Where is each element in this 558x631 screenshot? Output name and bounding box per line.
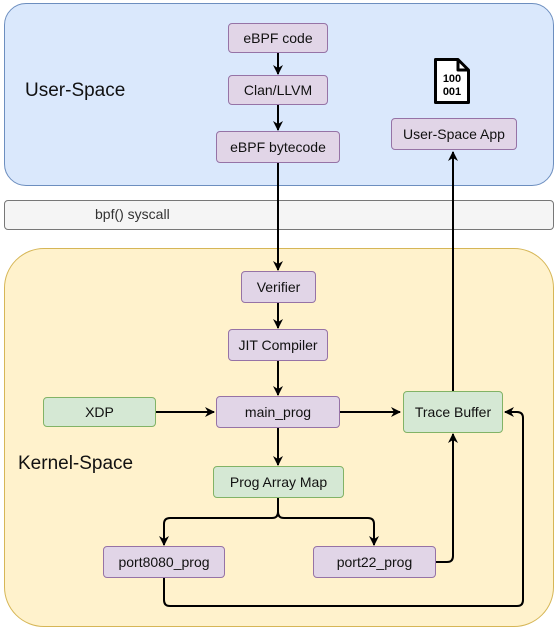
user-space-label: User-Space (25, 80, 126, 101)
binary-file-icon: 100 001 (434, 58, 470, 104)
node-verifier[interactable]: Verifier (241, 271, 316, 303)
node-jit-compiler[interactable]: JIT Compiler (228, 329, 328, 361)
node-ebpf-bytecode[interactable]: eBPF bytecode (216, 131, 340, 163)
arrow-map-to-port8080 (159, 498, 279, 546)
arrow-port22-to-trace (436, 433, 458, 563)
node-ebpf-code[interactable]: eBPF code (228, 23, 328, 53)
node-clang-llvm[interactable]: Clan/LLVM (228, 75, 328, 105)
node-prog-array-map[interactable]: Prog Array Map (213, 466, 344, 498)
binary-text-top: 100 (443, 73, 461, 85)
node-user-space-app[interactable]: User-Space App (391, 118, 517, 150)
arrow-port8080-to-trace (163, 407, 524, 607)
node-xdp[interactable]: XDP (43, 397, 156, 427)
node-trace-buffer[interactable]: Trace Buffer (403, 391, 503, 433)
arrow-map-to-port22 (277, 511, 379, 546)
binary-text-bottom: 001 (443, 86, 461, 98)
node-main-prog[interactable]: main_prog (216, 396, 340, 428)
node-port8080-prog[interactable]: port8080_prog (103, 546, 225, 578)
node-port22-prog[interactable]: port22_prog (313, 546, 436, 578)
kernel-space-label: Kernel-Space (18, 453, 134, 474)
syscall-label: bpf() syscall (95, 206, 170, 222)
